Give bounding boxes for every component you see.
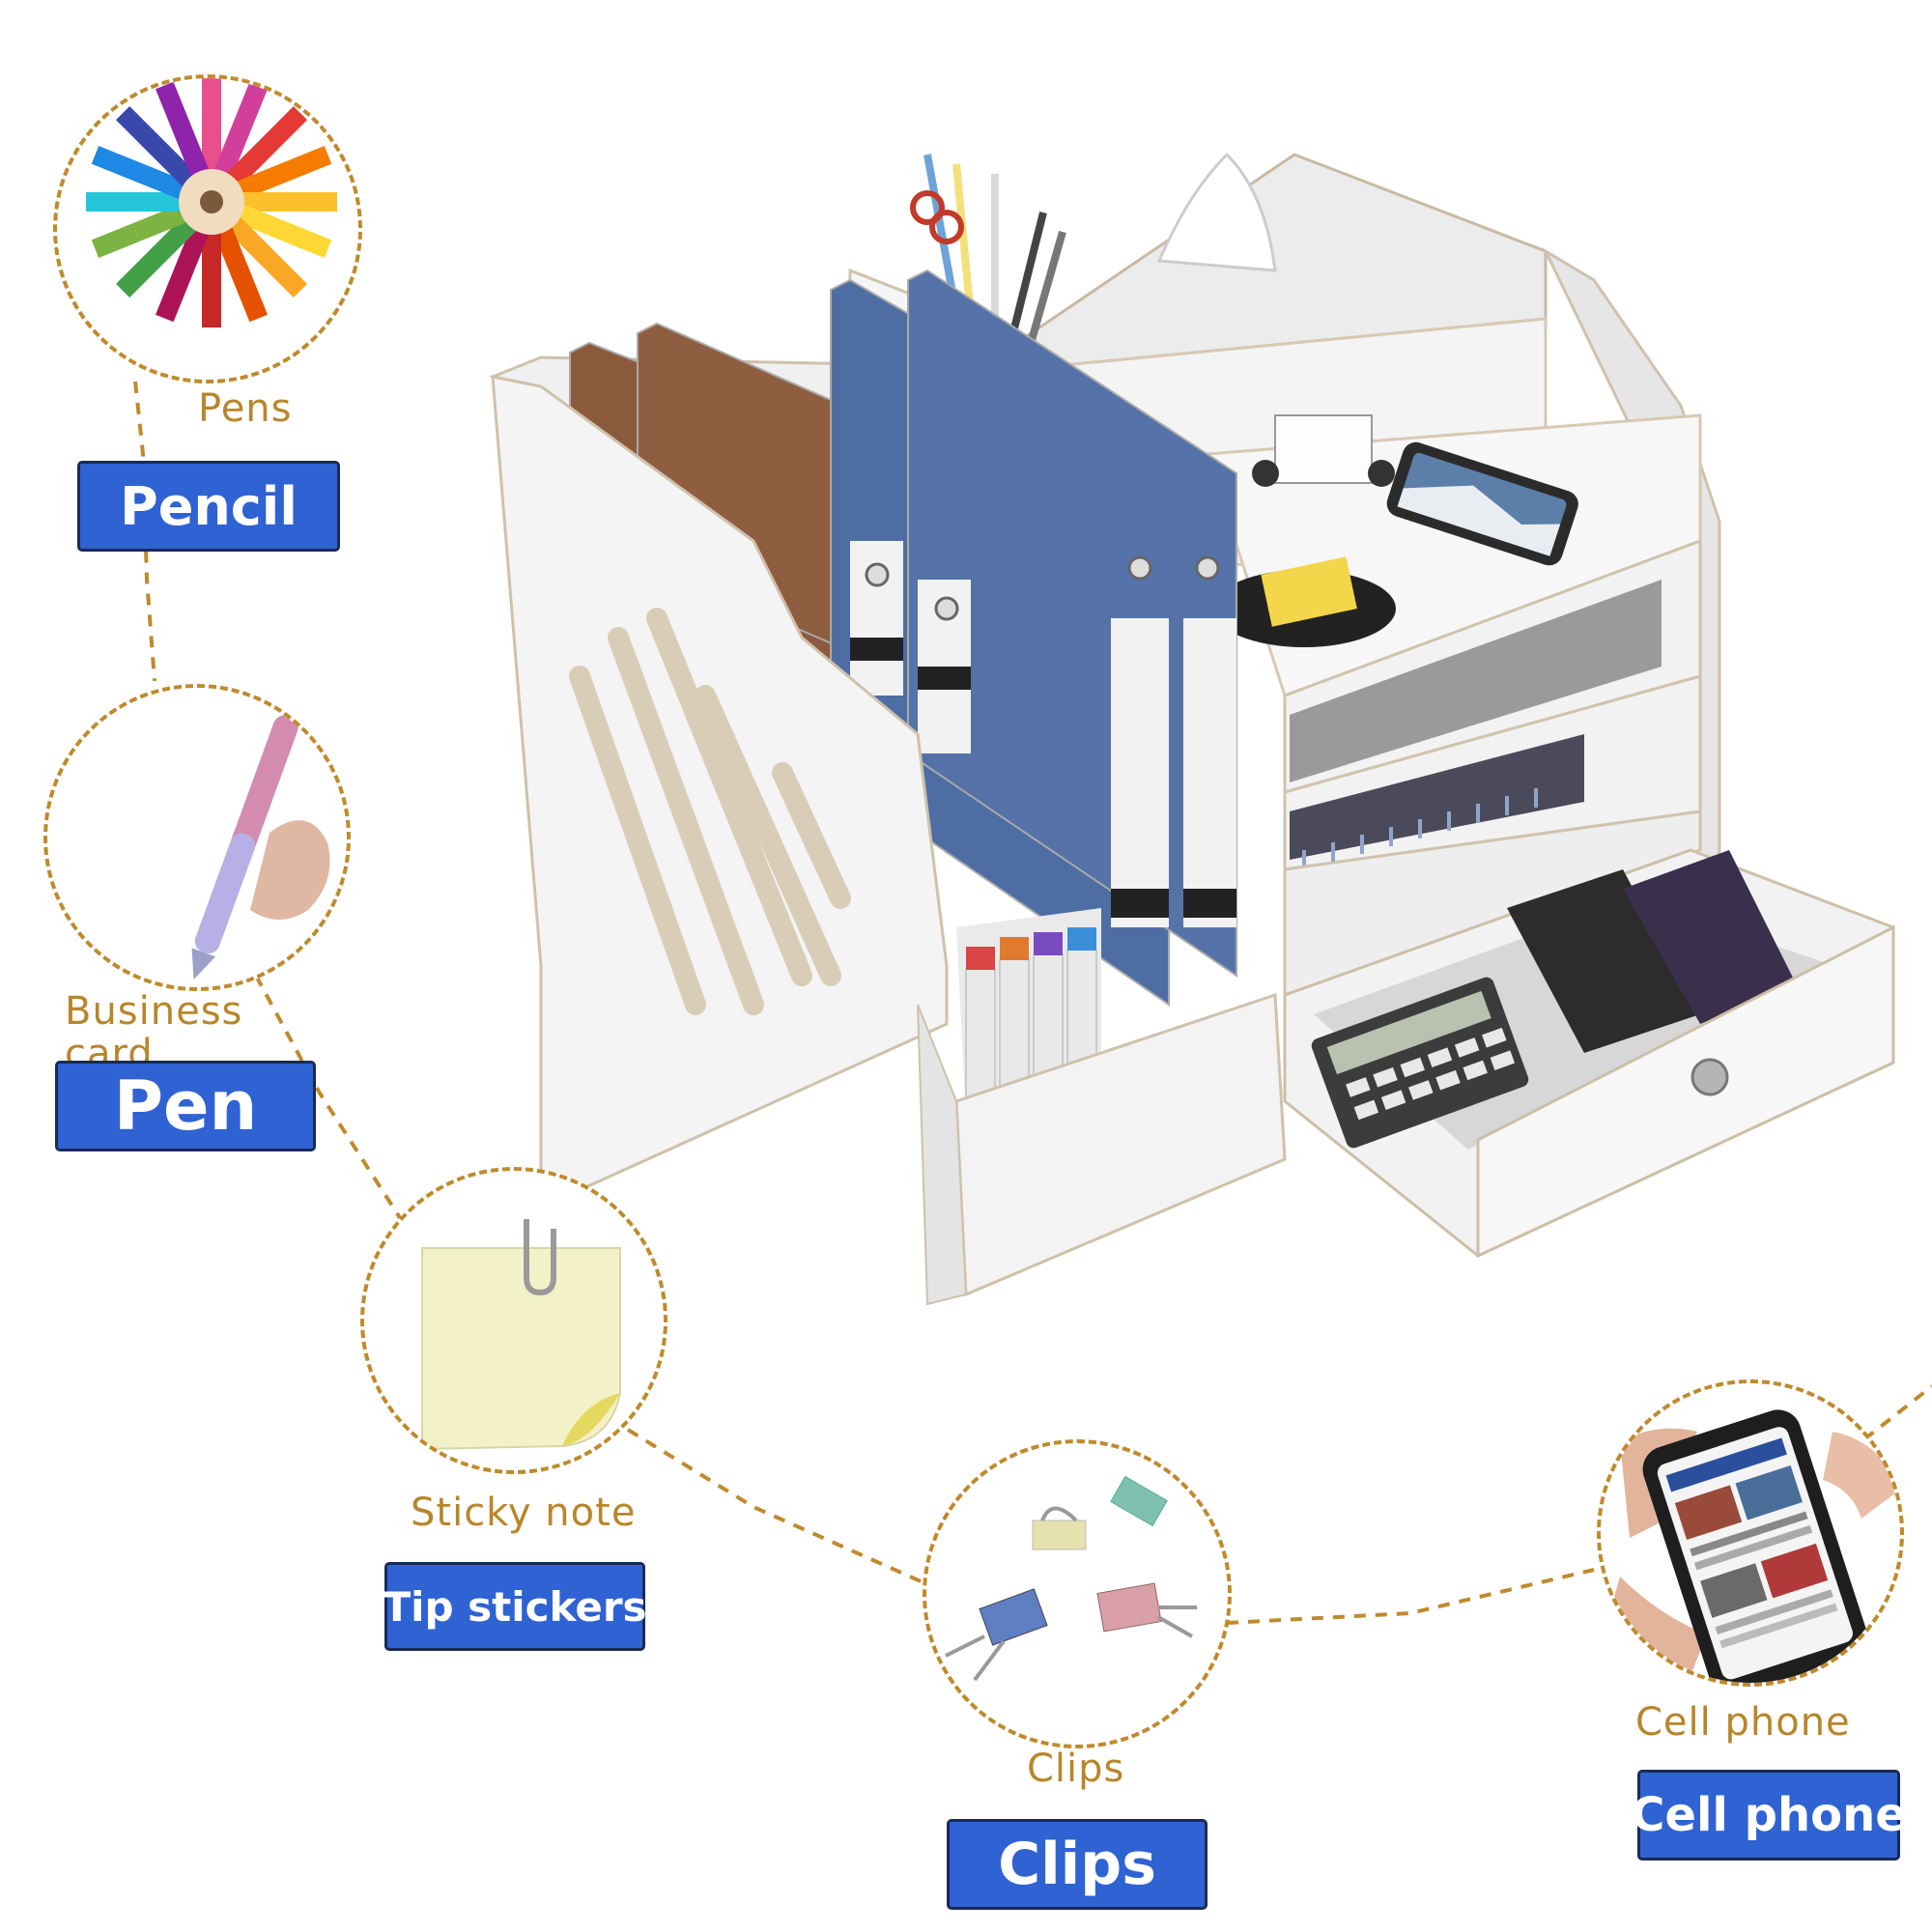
cell-phone-circle <box>1597 1379 1904 1687</box>
connector-pen-sticky <box>254 975 408 1229</box>
pens-label: Pens <box>198 386 293 431</box>
sticky-note-icon <box>421 1219 621 1451</box>
clips-circle <box>923 1439 1232 1748</box>
connector-sticky-clips <box>626 1428 928 1586</box>
colored-pencils-icon <box>86 78 337 327</box>
clips-label: Clips <box>1027 1747 1125 1791</box>
tip-stickers-button[interactable]: Tip stickers <box>383 1562 647 1651</box>
cell-phone-label: Cell phone <box>1635 1700 1851 1745</box>
pen-circle <box>43 684 351 991</box>
pencils-circle <box>53 74 362 384</box>
pencil-button[interactable]: Pencil <box>77 461 340 552</box>
clips-button[interactable]: Clips <box>947 1819 1208 1910</box>
pen-icon <box>191 715 330 980</box>
connector-phone-edge <box>1862 1384 1932 1441</box>
phone-in-hand-icon <box>1601 1409 1900 1683</box>
sticky-note-label: Sticky note <box>411 1491 637 1535</box>
binder-clips-icon <box>945 1475 1197 1682</box>
cell-phone-button[interactable]: Cell phone <box>1631 1770 1907 1861</box>
sticky-note-circle <box>360 1167 668 1474</box>
pen-button[interactable]: Pen <box>55 1061 316 1151</box>
